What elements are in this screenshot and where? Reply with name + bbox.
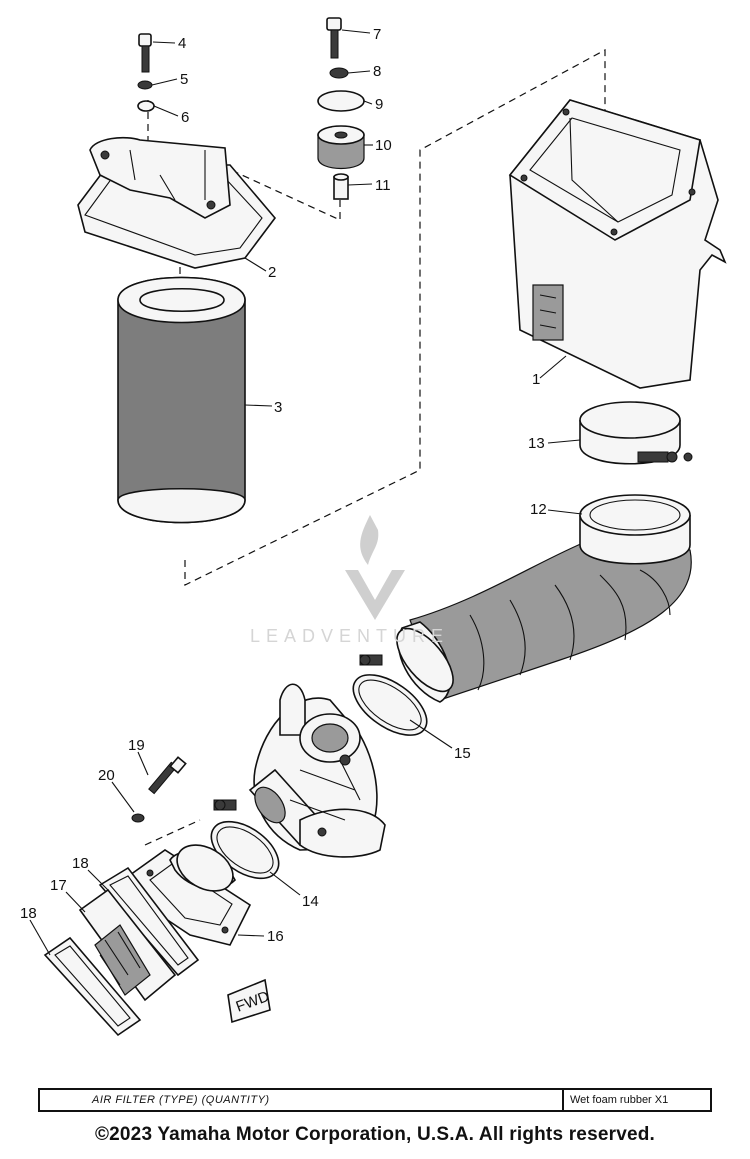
- callout-1: 1: [532, 371, 540, 388]
- watermark-text: LEADVENTURE: [250, 626, 450, 646]
- callout-labels: 4 5 6 7 8 9 10 11 2 3 1 13 12 15 19 20 1…: [20, 26, 547, 945]
- washer-6: [137, 100, 155, 112]
- spec-value: Wet foam rubber X1: [570, 1094, 669, 1106]
- callout-8: 8: [373, 63, 381, 80]
- foam-air-filter-3: [117, 276, 246, 524]
- air-box-1: [508, 99, 727, 389]
- bolt-4: [138, 33, 152, 73]
- spec-label: AIR FILTER (TYPE) (QUANTITY): [40, 1090, 564, 1110]
- callout-20: 20: [98, 767, 115, 784]
- fwd-direction-marker: FWD: [227, 978, 272, 1024]
- carburetor: [248, 683, 386, 858]
- rubber-damper-10: [317, 125, 365, 169]
- washer-9: [317, 90, 365, 112]
- callout-19: 19: [128, 737, 145, 754]
- copyright-notice: ©2023 Yamaha Motor Corporation, U.S.A. A…: [94, 1124, 656, 1145]
- callout-10: 10: [375, 137, 392, 154]
- callout-18-upper: 18: [72, 855, 89, 872]
- exploded-parts-diagram: FWD 4 5 6 7 8 9 10 11 2 3 1: [20, 17, 727, 1037]
- filter-cap-2: [77, 136, 277, 269]
- lock-washer-20: [131, 813, 145, 823]
- hose-clamp-13: [579, 401, 693, 465]
- lock-washer-8: [329, 67, 349, 79]
- callout-14: 14: [302, 893, 319, 910]
- callout-6: 6: [181, 109, 189, 126]
- bolt-19: [148, 756, 187, 795]
- callout-18-lower: 18: [20, 905, 37, 922]
- callout-5: 5: [180, 71, 188, 88]
- callout-12: 12: [530, 501, 547, 518]
- collar-11: [333, 173, 349, 200]
- callout-4: 4: [178, 35, 186, 52]
- callout-9: 9: [375, 96, 383, 113]
- callout-7: 7: [373, 26, 381, 43]
- callout-11: 11: [375, 177, 391, 194]
- lock-washer-5: [137, 80, 153, 90]
- callout-13: 13: [528, 435, 545, 452]
- watermark-logo: [345, 515, 405, 620]
- bolt-7: [326, 17, 342, 59]
- callout-3: 3: [274, 399, 282, 416]
- intake-hose-12: [396, 494, 692, 703]
- callout-2: 2: [268, 264, 276, 281]
- callout-16: 16: [267, 928, 284, 945]
- callout-17: 17: [50, 877, 67, 894]
- gasket-18-lower: [43, 936, 142, 1037]
- reed-valve-17: [78, 888, 177, 1002]
- leader-lines: [29, 29, 583, 956]
- spec-table: AIR FILTER (TYPE) (QUANTITY) Wet foam ru…: [38, 1088, 712, 1112]
- callout-15: 15: [454, 745, 471, 762]
